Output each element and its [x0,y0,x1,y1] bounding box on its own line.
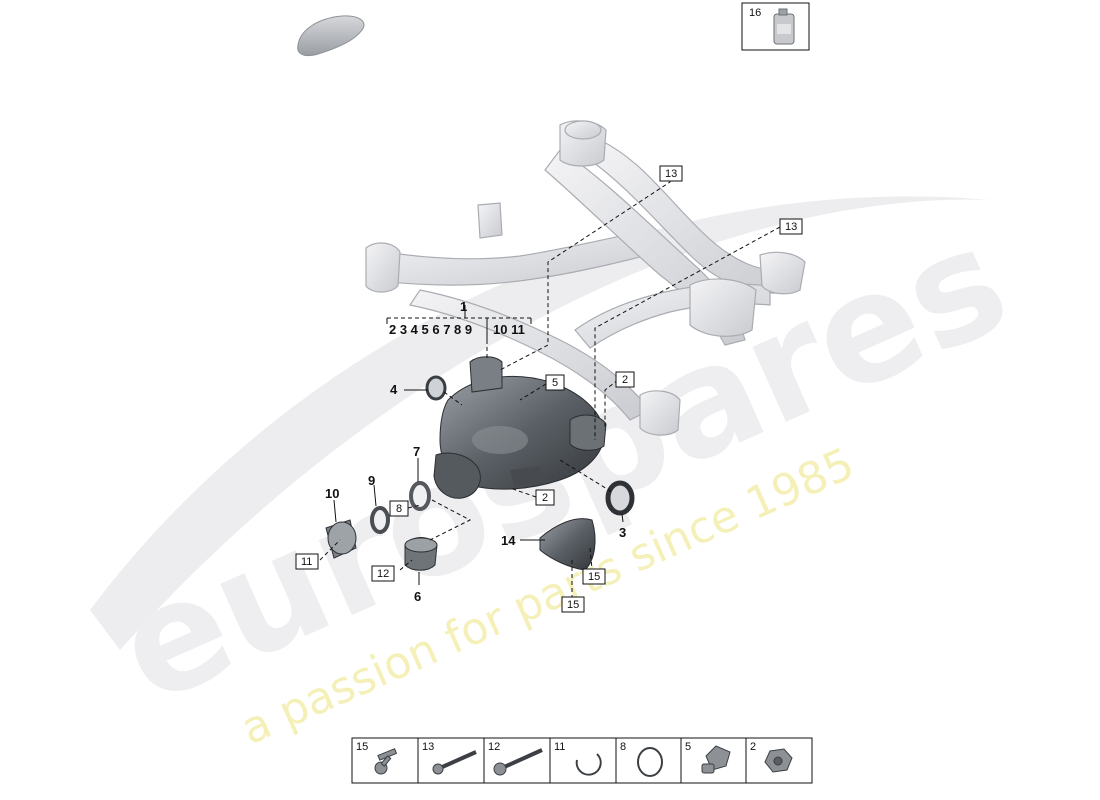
svg-text:12: 12 [377,568,389,580]
callout-1[interactable]: 1 [460,299,467,314]
heat-shield-part [539,518,596,571]
ring-9-part [370,506,390,534]
o-ring-icon [637,747,663,777]
boxed-callout-15b[interactable]: 15 [561,596,585,613]
svg-text:15: 15 [567,599,579,611]
svg-text:13: 13 [785,221,797,233]
rubber-mount-icon [701,745,731,774]
boxed-callout-8[interactable]: 8 [389,500,409,517]
callout-7[interactable]: 7 [413,444,420,459]
strip-cell-15[interactable]: 15 [356,741,398,775]
svg-text:12: 12 [488,741,500,753]
ring-7-part [409,481,431,511]
rubber-pad-part [297,15,365,57]
differential-housing-part [433,356,607,499]
boxed-callout-2a[interactable]: 2 [615,371,635,388]
callout-6[interactable]: 6 [414,589,421,604]
svg-text:2: 2 [622,374,628,386]
strip-cell-8[interactable]: 8 [620,741,663,777]
strip-cell-12[interactable]: 12 [488,741,543,776]
svg-text:8: 8 [396,503,402,515]
callout-3[interactable]: 3 [619,525,626,540]
long-flange-bolt-icon [493,748,543,776]
svg-text:5: 5 [685,741,691,753]
callout-4[interactable]: 4 [390,382,398,397]
boxed-callout-13a[interactable]: 13 [659,165,683,182]
callout-14[interactable]: 14 [501,533,516,548]
strip-cell-13[interactable]: 13 [422,741,477,775]
svg-text:2: 2 [750,741,756,753]
svg-text:15: 15 [356,741,368,753]
svg-text:8: 8 [620,741,626,753]
oil-bottle-icon [773,8,795,45]
svg-text:11: 11 [554,741,565,753]
leader-lines [319,180,781,597]
strip-cell-5[interactable]: 5 [685,741,731,774]
svg-text:11: 11 [301,556,312,568]
subgroup-10-11: 10 11 [493,322,525,337]
fastener-strip: 15 13 12 11 [351,737,813,784]
svg-text:15: 15 [588,571,600,583]
svg-text:2: 2 [542,492,548,504]
rear-subframe-part [365,120,806,436]
boxed-callout-2b[interactable]: 2 [535,489,555,506]
circlip-icon [575,753,602,776]
subgroup-2-9: 2 3 4 5 6 7 8 9 [389,322,472,337]
callout-10[interactable]: 10 [325,486,339,501]
hex-plug-icon [764,748,793,773]
flange-bolt-short-icon [374,748,398,775]
boxed-callout-12[interactable]: 12 [371,565,395,582]
item-16-number: 16 [749,7,761,19]
svg-text:13: 13 [422,741,434,753]
seal-3-part [605,480,635,516]
strip-cell-2[interactable]: 2 [750,741,793,773]
svg-text:5: 5 [552,377,558,389]
mount-6-part [404,537,438,571]
callout-9[interactable]: 9 [368,473,375,488]
boxed-callout-5[interactable]: 5 [545,374,565,391]
boxed-callout-13b[interactable]: 13 [779,218,803,235]
svg-text:13: 13 [665,168,677,180]
strip-cell-11[interactable]: 11 [554,741,602,776]
boxed-callout-11[interactable]: 11 [295,553,319,570]
item-16-box[interactable]: 16 [741,2,810,51]
seal-4-part [425,375,447,401]
boxed-callout-15a[interactable]: 15 [582,568,606,585]
long-bolt-icon [432,750,477,775]
swoosh-shape [90,196,990,650]
